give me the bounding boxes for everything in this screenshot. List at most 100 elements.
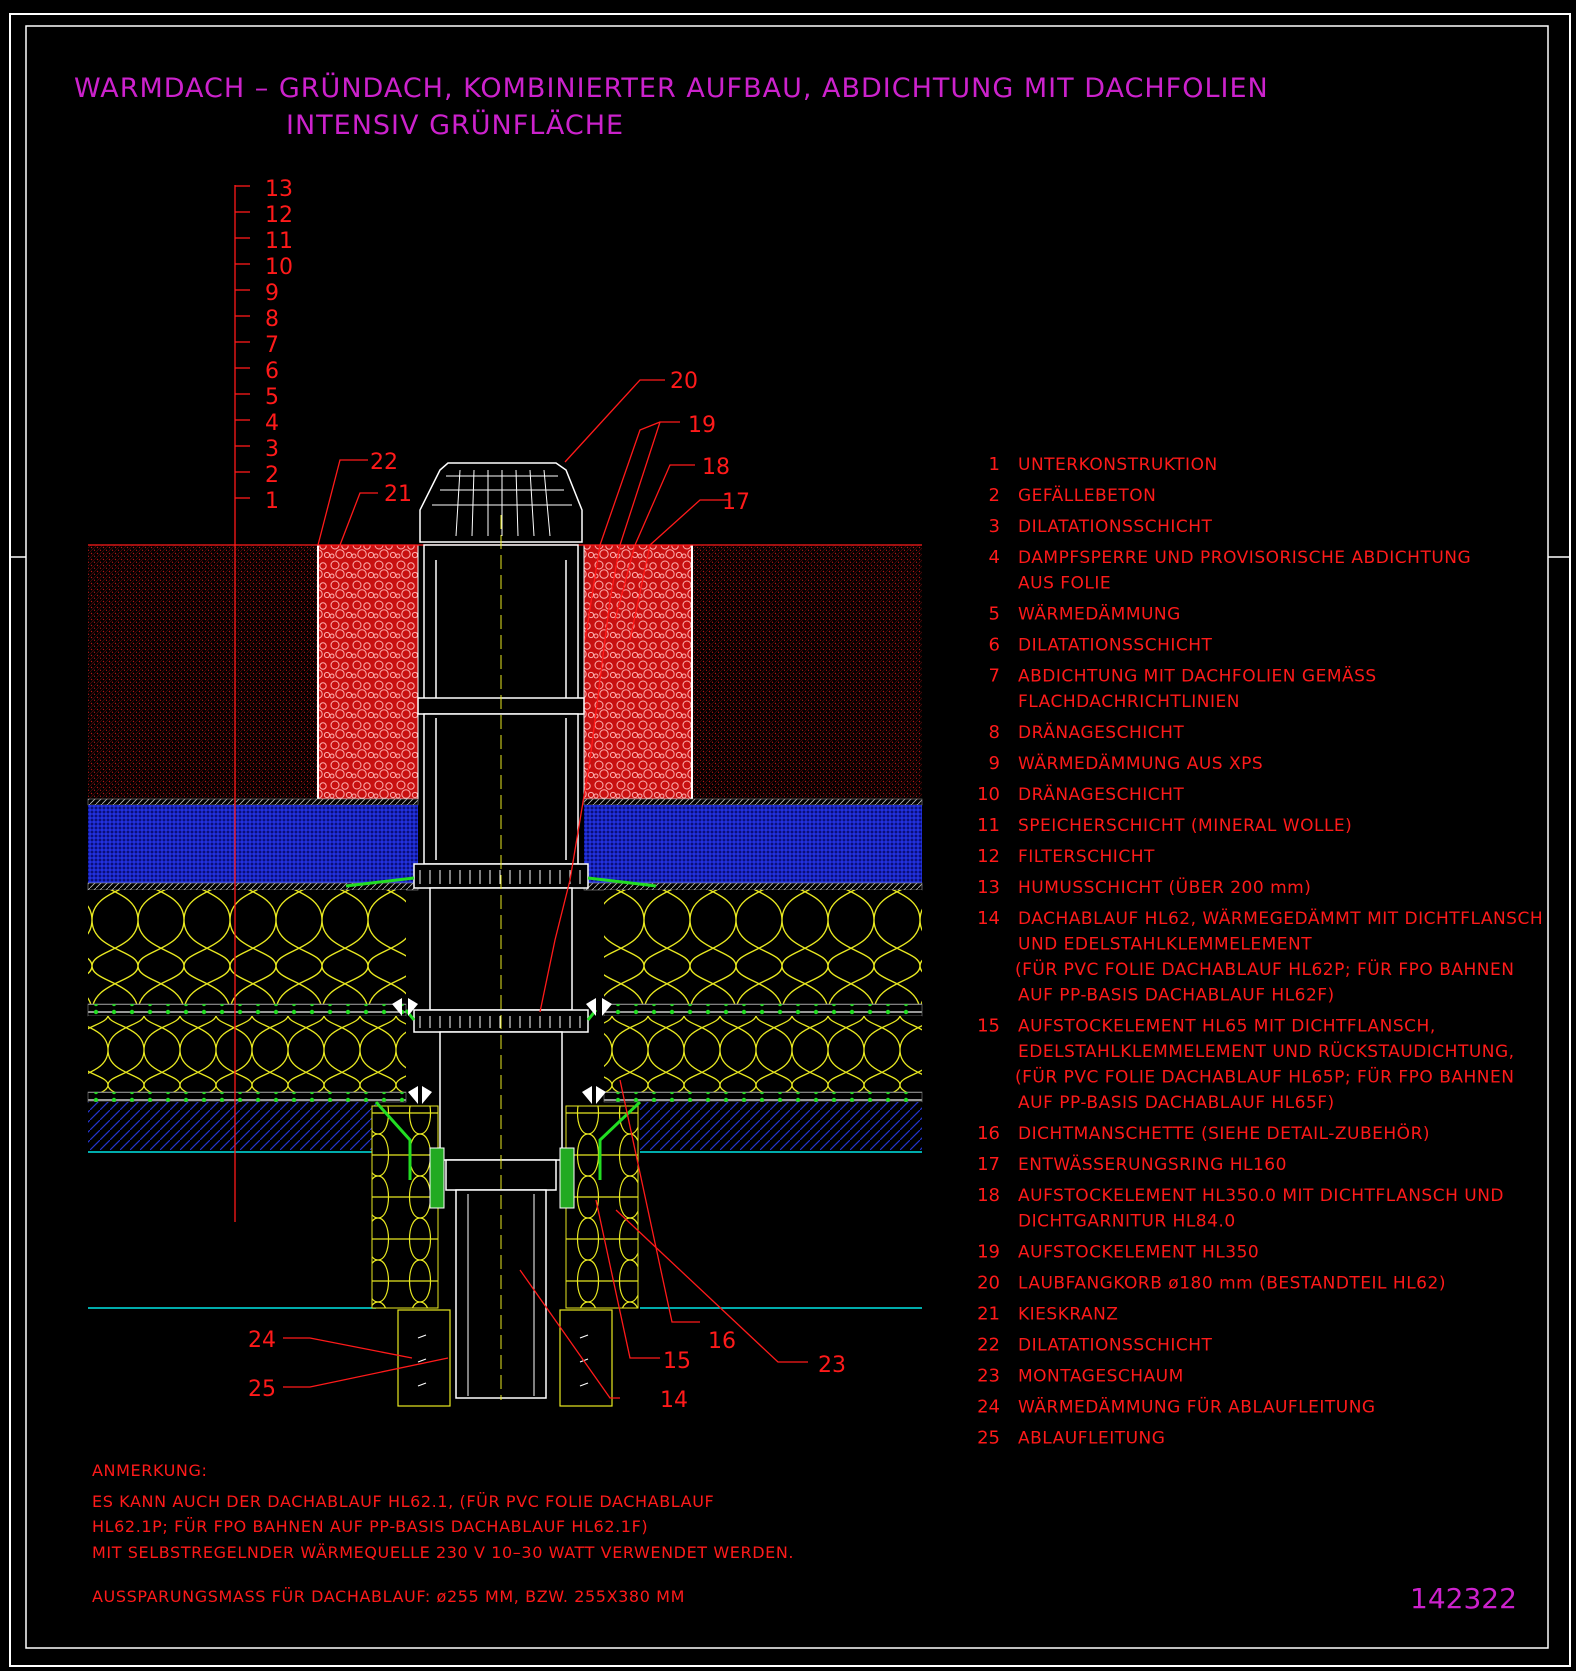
outer-frame [9,13,1571,1667]
legend-item-text: AUFSTOCKELEMENT HL350.0 MIT DICHTFLANSCH… [1018,1186,1504,1206]
callout-label: 14 [660,1388,688,1413]
legend-item-text: MONTAGESCHAUM [1018,1367,1184,1387]
legend-item-text: ABDICHTUNG MIT DACHFOLIEN GEMÄSS [1018,666,1377,687]
legend-item-number: 8 [989,722,1000,743]
layer-scale-label: 4 [265,411,279,436]
leaf-guard-basket [419,462,583,543]
layer-scale-label: 1 [265,489,279,514]
legend-item-text: WÄRMEDÄMMUNG AUS XPS [1018,753,1263,774]
legend-item-text: FILTERSCHICHT [1018,847,1155,867]
gravel-ring-right [583,544,693,800]
callout-label: 17 [722,490,750,515]
legend-item-text: DICHTMANSCHETTE (SIEHE DETAIL-ZUBEHÖR) [1018,1122,1430,1144]
legend-item: 10 DRÄNAGESCHICHT [977,784,1184,805]
filter-layer-left [87,798,419,806]
legend-item-number: 17 [977,1154,1000,1175]
layer-scale-labels: 13 12 11 10 9 8 7 6 5 4 3 2 1 [265,177,293,514]
callout-label: 21 [384,482,412,507]
legend-item-number: 21 [977,1304,1000,1325]
legend-item-number: 4 [989,547,1000,568]
legend-item: 15 AUFSTOCKELEMENT HL65 MIT DICHTFLANSCH,… [977,1016,1514,1114]
legend-item-number: 10 [977,784,1000,805]
callout-label: 25 [248,1377,276,1402]
legend-item: 6 DILATATIONSSCHICHT [989,635,1213,656]
thermal-insulation-right [604,1016,922,1092]
legend-item-text: ENTWÄSSERUNGSRING HL160 [1018,1154,1287,1175]
legend-item-number: 2 [989,485,1000,506]
layer-scale-label: 10 [265,255,293,280]
vapour-barrier-left [87,1091,407,1103]
legend-item-text: DILATATIONSSCHICHT [1018,517,1213,537]
legend-item-text: UNTERKONSTRUKTION [1018,455,1218,475]
layer-scale-label: 5 [265,385,279,410]
legend-item-text: DRÄNAGESCHICHT [1018,784,1184,805]
legend-item-text: WÄRMEDÄMMUNG FÜR ABLAUFLEITUNG [1018,1396,1376,1418]
legend-item: 18 AUFSTOCKELEMENT HL350.0 MIT DICHTFLANS… [977,1185,1504,1232]
roof-section-right [88,544,923,1309]
mounting-foam [429,1147,575,1209]
legend-item-number: 14 [977,908,1000,929]
layer-scale-label: 8 [265,307,279,332]
legend-item-number: 3 [989,516,1000,537]
drawing-title-line2: INTENSIV GRÜNFLÄCHE [286,109,624,141]
legend-item: 2 GEFÄLLEBETON [989,485,1156,506]
gravel-ring-left [317,544,419,800]
legend-item-number: 25 [977,1428,1000,1449]
clamp-wingnuts [392,998,612,1104]
legend-item-text: (FÜR PVC FOLIE DACHABLAUF HL65P; FÜR FPO… [1015,1066,1514,1088]
xps-insulation-left [88,890,406,1004]
callout-label: 16 [708,1329,736,1354]
legend-item-text: AUFSTOCKELEMENT HL350 [1018,1243,1259,1263]
legend-item-number: 24 [977,1397,1000,1418]
notes-line: ES KANN AUCH DER DACHABLAUF HL62.1, (FÜR… [92,1492,714,1511]
inner-frame [25,25,1549,1649]
notes-heading: ANMERKUNG: [92,1461,207,1480]
roof-section-left [87,544,419,1309]
legend-item: 19 AUFSTOCKELEMENT HL350 [977,1242,1259,1263]
layer-scale-label: 12 [265,203,293,228]
legend-item-number: 11 [977,815,1000,836]
humus-layer-right [692,545,922,799]
callout-label: 24 [248,1328,276,1353]
legend-item-text: GEFÄLLEBETON [1018,485,1156,506]
leaf-guard-ribs [432,469,572,537]
layer-scale-label: 6 [265,359,279,384]
layer-scale-label: 13 [265,177,293,202]
callout-label: 15 [663,1349,691,1374]
legend-item-text: AUF PP-BASIS DACHABLAUF HL62F) [1018,986,1335,1006]
legend-item-number: 6 [989,635,1000,656]
legend-item-number: 19 [977,1242,1000,1263]
drawing-title-line1: WARMDACH – GRÜNDACH, KOMBINIERTER AUFBAU… [74,72,1269,104]
membrane-upper-right [603,1003,923,1017]
legend-item-text: DILATATIONSSCHICHT [1018,636,1213,656]
concrete-slope-right [640,1102,922,1150]
layer-scale-label: 9 [265,281,279,306]
legend-item-number: 7 [989,666,1000,687]
legend-item-number: 5 [989,604,1000,625]
legend-item-number: 12 [977,846,1000,867]
legend-item-number: 22 [977,1335,1000,1356]
notes-line: MIT SELBSTREGELNDER WÄRMEQUELLE 230 V 10… [92,1543,794,1562]
membrane-upper-left [87,1003,407,1017]
legend-item-number: 18 [977,1185,1000,1206]
pipe-insulation-dashes [417,1334,589,1387]
callout-labels: 20 19 18 17 22 21 16 23 15 14 24 25 [248,369,846,1413]
callout-label: 18 [702,455,730,480]
legend-item-text: AUFSTOCKELEMENT HL65 MIT DICHTFLANSCH, [1018,1017,1436,1037]
legend-item-number: 15 [977,1016,1000,1037]
